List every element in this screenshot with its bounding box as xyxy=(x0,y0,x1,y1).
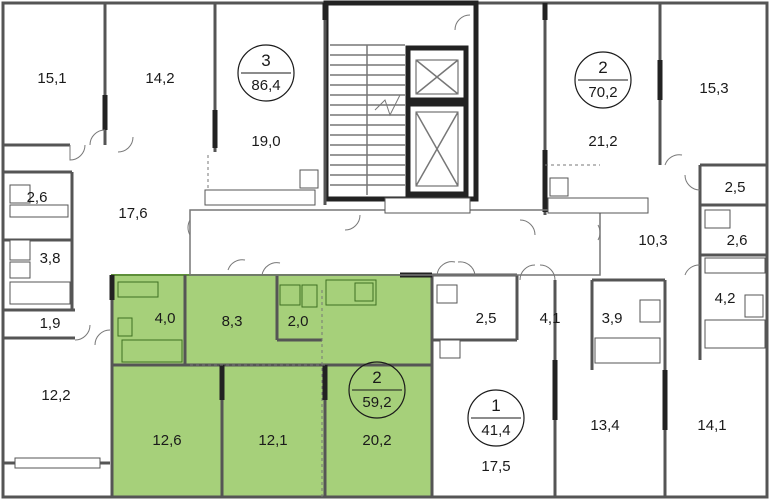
room-area-label: 12,1 xyxy=(258,432,287,449)
toilet-icon xyxy=(301,284,318,308)
stove-icon xyxy=(299,169,319,189)
room-area-label: 4,2 xyxy=(715,290,736,307)
room-area-label: 1,9 xyxy=(40,315,61,332)
apartment-area: 41,4 xyxy=(481,422,510,439)
apartment-marker-2-selected[interactable]: 2 59,2 xyxy=(348,361,406,419)
sink-icon xyxy=(704,209,731,229)
room-area-label: 17,5 xyxy=(481,458,510,475)
room-area-label: 20,2 xyxy=(362,432,391,449)
apartment-marker-1[interactable]: 1 41,4 xyxy=(467,389,525,447)
stove-icon xyxy=(354,282,374,302)
room-area-label: 4,0 xyxy=(155,310,176,327)
stove-icon xyxy=(549,177,569,197)
kitchen-dashes xyxy=(190,155,600,497)
bathtub-icon xyxy=(121,339,183,363)
toilet-icon xyxy=(744,294,764,318)
sink-icon xyxy=(9,239,31,261)
stair-core xyxy=(323,0,479,202)
sink-icon xyxy=(439,339,461,359)
bathtub-icon xyxy=(704,257,766,274)
apartment-marker-3[interactable]: 3 86,4 xyxy=(237,44,295,102)
toilet-icon xyxy=(436,284,458,304)
room-area-label: 12,6 xyxy=(152,432,181,449)
interior-walls xyxy=(3,3,767,497)
selected-apartment-fixtures xyxy=(117,279,377,363)
room-area-label: 3,9 xyxy=(602,310,623,327)
window-icon xyxy=(14,457,101,469)
doors xyxy=(69,14,701,346)
corridor xyxy=(189,209,601,276)
room-area-label: 2,0 xyxy=(288,313,309,330)
apartment-markers: 3 86,4 2 70,2 2 59,2 1 41,4 xyxy=(237,44,632,447)
elevator-large xyxy=(405,101,469,197)
bathtub-icon xyxy=(9,281,71,305)
room-area-label: 2,6 xyxy=(27,189,48,206)
toilet-icon xyxy=(639,299,661,323)
apartment-number: 2 xyxy=(598,58,607,77)
room-area-label: 19,0 xyxy=(251,133,280,150)
bathtub-icon xyxy=(594,337,661,364)
room-area-label: 10,3 xyxy=(638,232,667,249)
apartment-area: 59,2 xyxy=(362,394,391,411)
apartment-number: 1 xyxy=(491,396,500,415)
room-area-label: 21,2 xyxy=(588,133,617,150)
toilet-icon xyxy=(117,317,133,337)
stair-treads xyxy=(330,44,405,195)
bathtub-icon xyxy=(704,319,766,349)
bathtub-icon xyxy=(9,204,69,218)
room-area-label: 4,1 xyxy=(540,310,561,327)
room-area-label: 3,8 xyxy=(40,250,61,267)
sink-icon xyxy=(279,284,301,306)
toilet-icon xyxy=(9,261,31,279)
apartment-area: 86,4 xyxy=(251,77,280,94)
selected-apartment-highlight[interactable] xyxy=(111,274,433,498)
room-area-label: 14,2 xyxy=(145,70,174,87)
apartment-number: 2 xyxy=(372,368,381,387)
kitchen-counter-icon xyxy=(204,189,316,206)
elevator-small xyxy=(405,45,469,103)
selected-apartment-fill[interactable] xyxy=(111,274,433,498)
room-area-label: 2,5 xyxy=(476,310,497,327)
kitchen-counter-icon xyxy=(325,279,377,306)
kitchen-counter-icon xyxy=(384,197,471,214)
room-area-label: 15,3 xyxy=(699,80,728,97)
room-area-label: 2,5 xyxy=(725,179,746,196)
room-area-label: 12,2 xyxy=(41,387,70,404)
fixtures xyxy=(9,169,766,469)
room-area-label: 14,1 xyxy=(697,417,726,434)
room-area-label: 17,6 xyxy=(118,205,147,222)
apartment-area: 70,2 xyxy=(588,84,617,101)
room-labels: 15,1 14,2 19,0 2,6 17,6 3,8 1,9 12,2 15,… xyxy=(27,70,748,475)
sink-icon xyxy=(9,184,31,204)
room-area-label: 13,4 xyxy=(590,417,619,434)
kitchen-counter-icon xyxy=(547,197,649,214)
room-area-label: 8,3 xyxy=(222,313,243,330)
sink-icon xyxy=(117,281,159,298)
apartment-marker-2-top[interactable]: 2 70,2 xyxy=(574,51,632,109)
room-area-label: 15,1 xyxy=(37,70,66,87)
room-area-label: 2,6 xyxy=(727,232,748,249)
apartment-number: 3 xyxy=(261,51,270,70)
